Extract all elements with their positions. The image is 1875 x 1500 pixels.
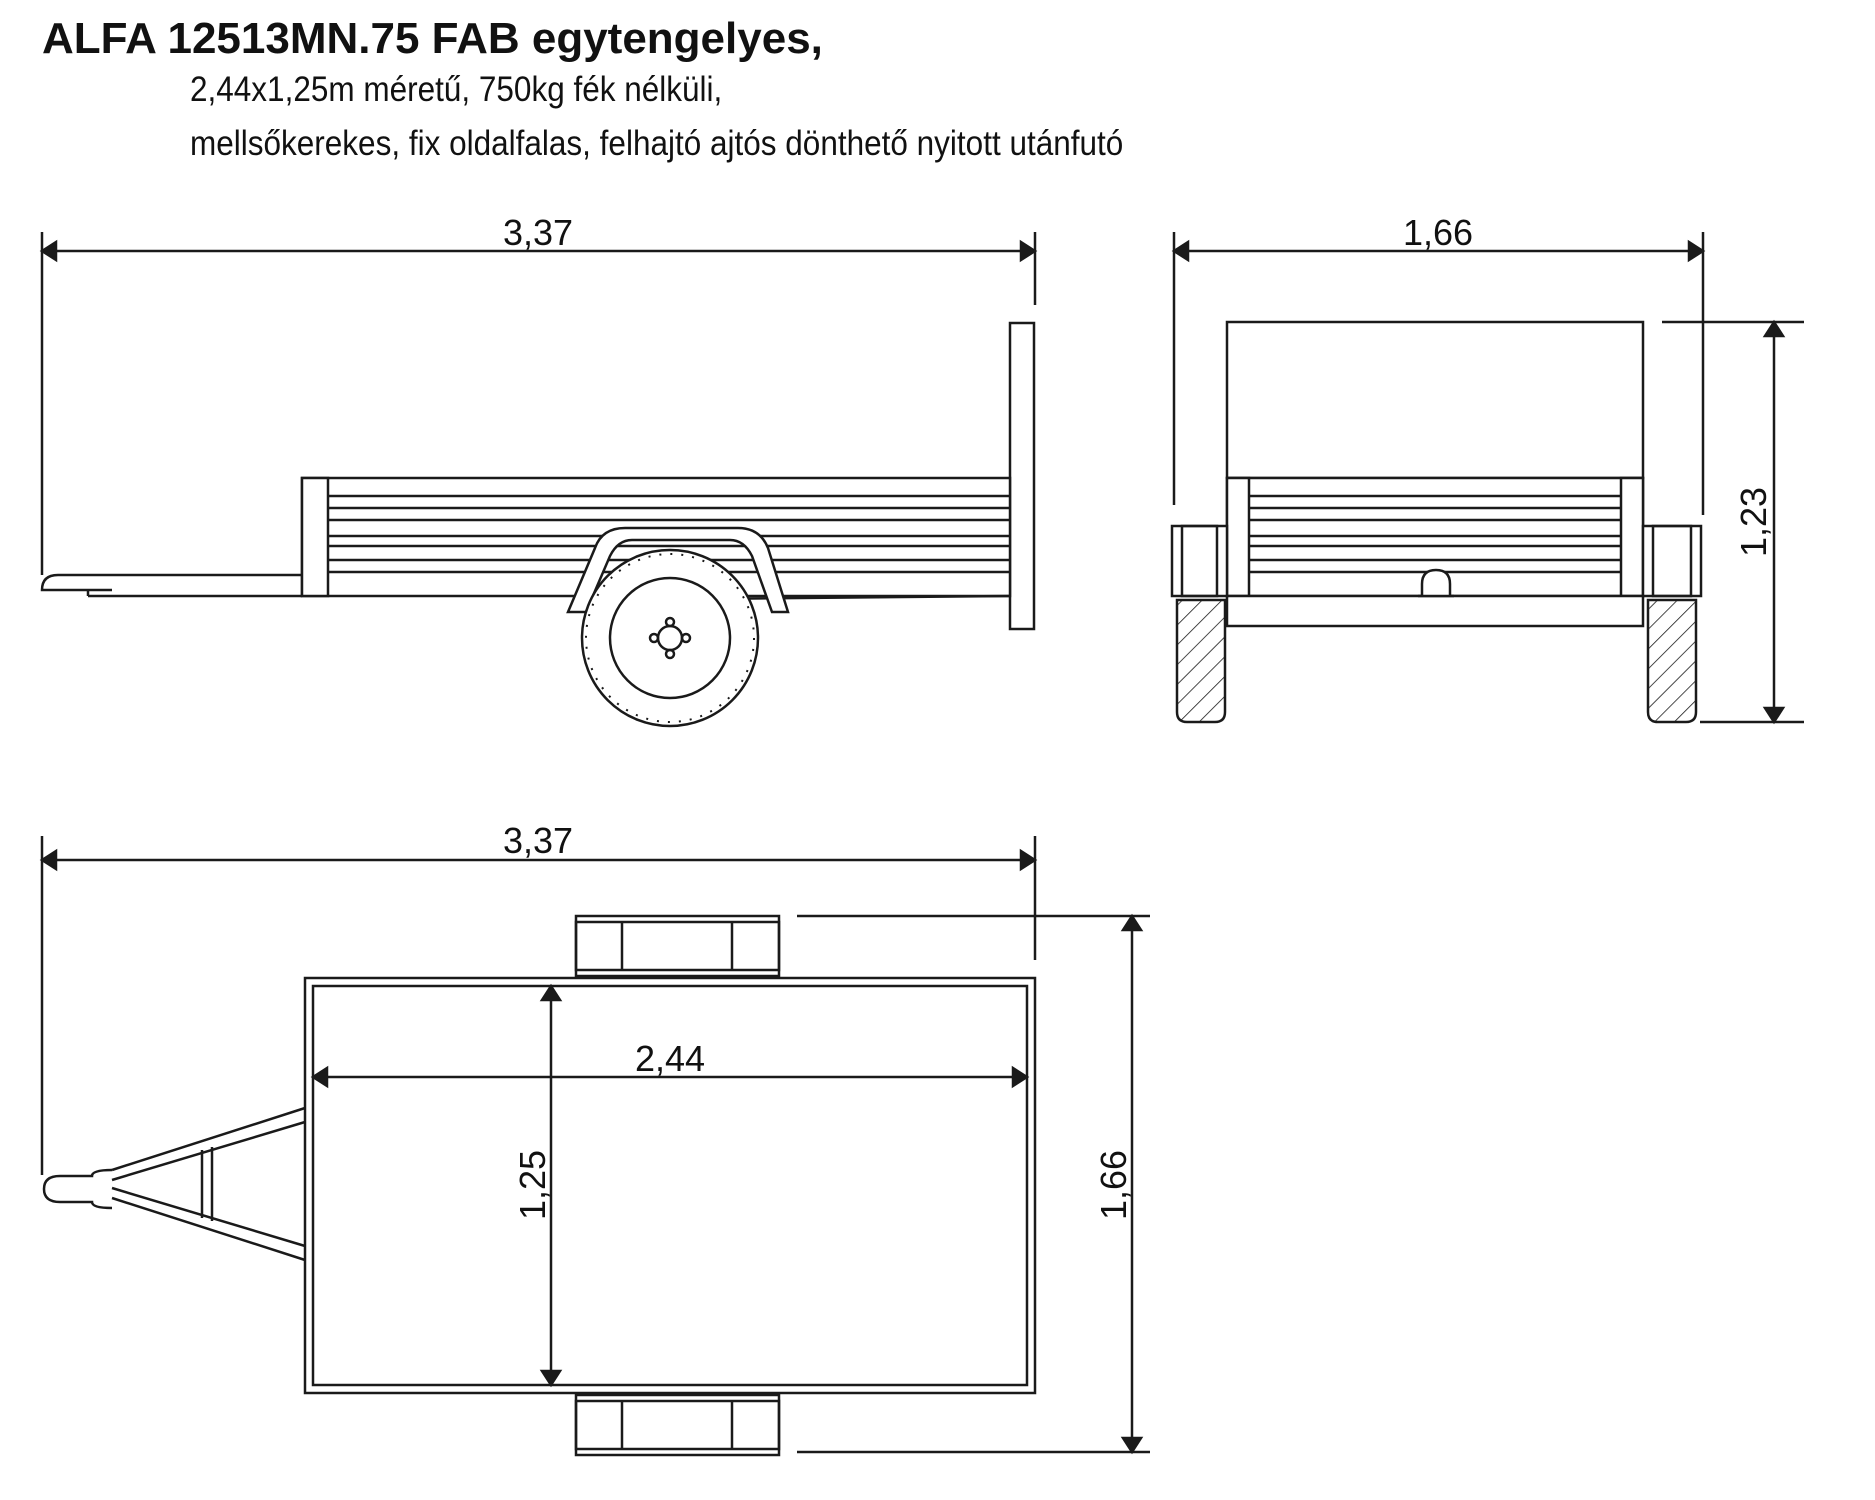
- side-front-board: [1008, 321, 1036, 631]
- bed-width-label: 1,25: [512, 1150, 553, 1220]
- side-length-label: 3,37: [503, 212, 573, 253]
- rear-height-dimension: [1662, 319, 1804, 725]
- rear-fender-left: [1170, 524, 1229, 598]
- rear-tire-left: [1175, 598, 1227, 724]
- top-fender-lower: [574, 1393, 781, 1457]
- rear-axle: [1225, 594, 1645, 628]
- side-fender: [566, 526, 790, 614]
- top-drawbar: [42, 1106, 306, 1262]
- rear-width-label: 1,66: [1403, 212, 1473, 253]
- top-width-label: 1,66: [1093, 1150, 1134, 1220]
- rear-tire-right: [1646, 598, 1698, 724]
- rear-height-label: 1,23: [1733, 487, 1774, 557]
- bed-length-label: 2,44: [635, 1038, 705, 1079]
- top-bed-outer: [303, 976, 1037, 1395]
- rear-width-dimension: [1171, 232, 1706, 515]
- drawing-title: ALFA 12513MN.75 FAB egytengelyes,: [42, 14, 823, 63]
- top-view: [39, 836, 1150, 1457]
- rear-front-board: [1225, 320, 1645, 480]
- side-rear-post: [300, 476, 330, 598]
- top-width-dimension: [797, 913, 1150, 1455]
- top-length-label: 3,37: [503, 820, 573, 861]
- rear-light: [1418, 568, 1454, 598]
- rear-fender-right: [1641, 524, 1703, 598]
- side-view: [39, 232, 1038, 728]
- rear-view: [1170, 232, 1804, 725]
- side-length-dimension: [39, 232, 1038, 575]
- side-rails: [328, 494, 1010, 574]
- top-fender-upper: [574, 914, 781, 978]
- bed-length-dimension: [310, 1065, 1030, 1089]
- drawing-subtitle-line-1: 2,44x1,25m méretű, 750kg fék nélküli,: [190, 70, 723, 109]
- side-wheel: [580, 548, 760, 728]
- top-bed-inner: [311, 984, 1029, 1387]
- top-length-dimension: [39, 836, 1038, 1175]
- rear-rails: [1249, 494, 1621, 574]
- bed-width-dimension: [539, 983, 563, 1388]
- drawing-subtitle-line-2: mellsőkerekes, fix oldalfalas, felhajtó …: [190, 124, 1124, 163]
